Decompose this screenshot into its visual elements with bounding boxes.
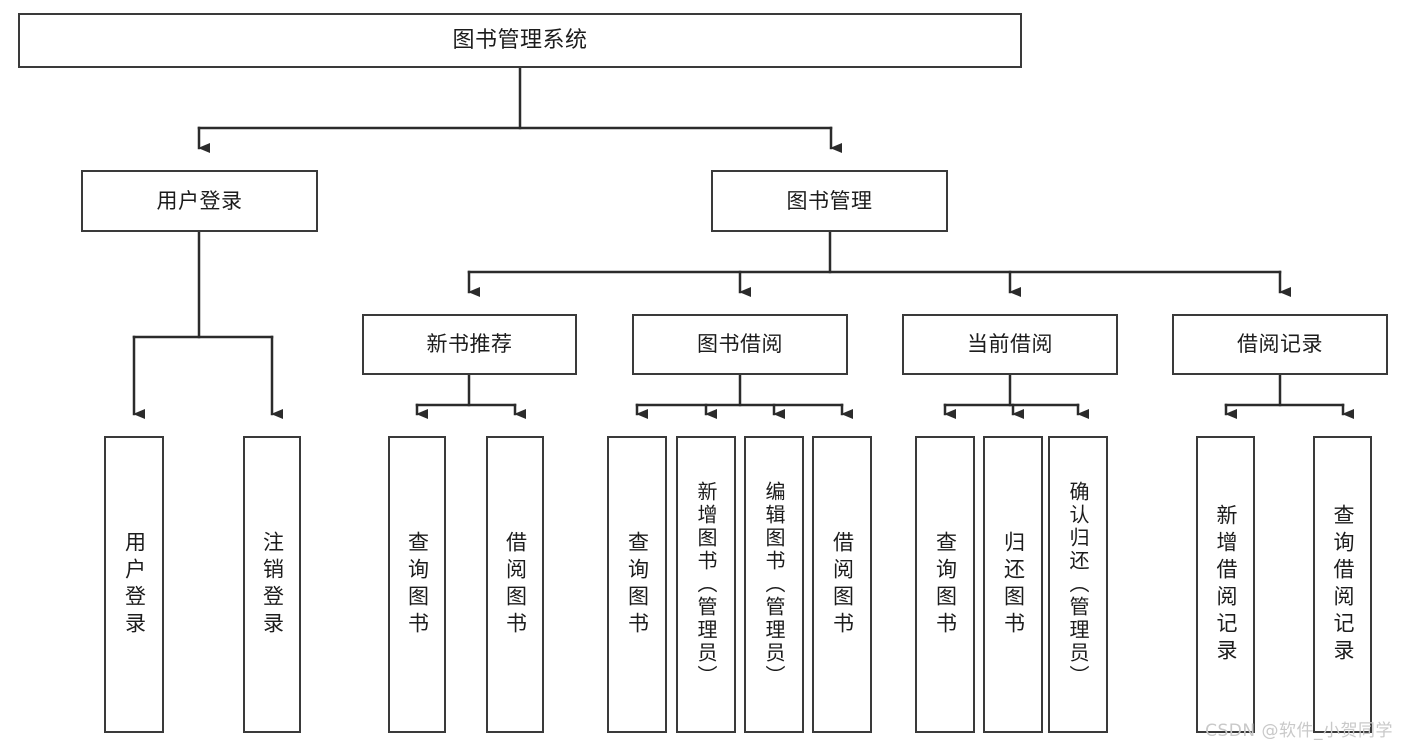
node-leaf-query-book-recommend-label: 查询图书 bbox=[405, 530, 430, 639]
node-book-borrow[interactable]: 图书借阅 bbox=[632, 314, 848, 375]
node-leaf-query-book-borrow[interactable]: 查询图书 bbox=[607, 436, 667, 733]
node-leaf-confirm-return-admin[interactable]: 确认归还（管理员） bbox=[1048, 436, 1108, 733]
node-leaf-add-book-admin-label: 新增图书（管理员） bbox=[694, 481, 718, 688]
node-new-book-recommend[interactable]: 新书推荐 bbox=[362, 314, 577, 375]
node-leaf-query-borrow-record[interactable]: 查询借阅记录 bbox=[1313, 436, 1372, 733]
node-book-manage-label: 图书管理 bbox=[786, 188, 873, 213]
node-book-borrow-label: 图书借阅 bbox=[697, 332, 783, 357]
node-book-manage[interactable]: 图书管理 bbox=[711, 170, 948, 232]
watermark-text: CSDN @软件_小贺同学 bbox=[1205, 721, 1393, 741]
node-leaf-edit-book-admin-label: 编辑图书（管理员） bbox=[762, 481, 786, 688]
node-root-label: 图书管理系统 bbox=[452, 27, 588, 53]
node-current-borrow[interactable]: 当前借阅 bbox=[902, 314, 1118, 375]
node-leaf-query-book-current[interactable]: 查询图书 bbox=[915, 436, 975, 733]
node-leaf-user-logout[interactable]: 注销登录 bbox=[243, 436, 301, 733]
node-leaf-borrow-book-borrow-label: 借阅图书 bbox=[830, 530, 855, 639]
node-leaf-user-login-label: 用户登录 bbox=[122, 530, 147, 639]
node-leaf-user-logout-label: 注销登录 bbox=[260, 530, 285, 639]
node-leaf-query-book-recommend[interactable]: 查询图书 bbox=[388, 436, 446, 733]
node-leaf-return-book-current[interactable]: 归还图书 bbox=[983, 436, 1043, 733]
node-root[interactable]: 图书管理系统 bbox=[18, 13, 1022, 68]
node-user-login-label: 用户登录 bbox=[156, 188, 243, 213]
node-current-borrow-label: 当前借阅 bbox=[967, 332, 1053, 357]
node-leaf-query-book-current-label: 查询图书 bbox=[933, 530, 958, 639]
node-leaf-return-book-current-label: 归还图书 bbox=[1001, 530, 1026, 639]
node-borrow-record[interactable]: 借阅记录 bbox=[1172, 314, 1388, 375]
node-leaf-edit-book-admin[interactable]: 编辑图书（管理员） bbox=[744, 436, 804, 733]
node-leaf-user-login[interactable]: 用户登录 bbox=[104, 436, 164, 733]
node-leaf-query-book-borrow-label: 查询图书 bbox=[625, 530, 650, 639]
node-user-login[interactable]: 用户登录 bbox=[81, 170, 318, 232]
node-leaf-borrow-book-recommend-label: 借阅图书 bbox=[503, 530, 528, 639]
node-leaf-add-borrow-record-label: 新增借阅记录 bbox=[1214, 503, 1238, 666]
node-leaf-borrow-book-borrow[interactable]: 借阅图书 bbox=[812, 436, 872, 733]
node-borrow-record-label: 借阅记录 bbox=[1237, 332, 1323, 357]
node-leaf-borrow-book-recommend[interactable]: 借阅图书 bbox=[486, 436, 544, 733]
node-leaf-query-borrow-record-label: 查询借阅记录 bbox=[1331, 503, 1355, 666]
node-leaf-add-borrow-record[interactable]: 新增借阅记录 bbox=[1196, 436, 1255, 733]
node-leaf-confirm-return-admin-label: 确认归还（管理员） bbox=[1066, 481, 1090, 688]
node-new-book-recommend-label: 新书推荐 bbox=[426, 332, 513, 357]
node-leaf-add-book-admin[interactable]: 新增图书（管理员） bbox=[676, 436, 736, 733]
